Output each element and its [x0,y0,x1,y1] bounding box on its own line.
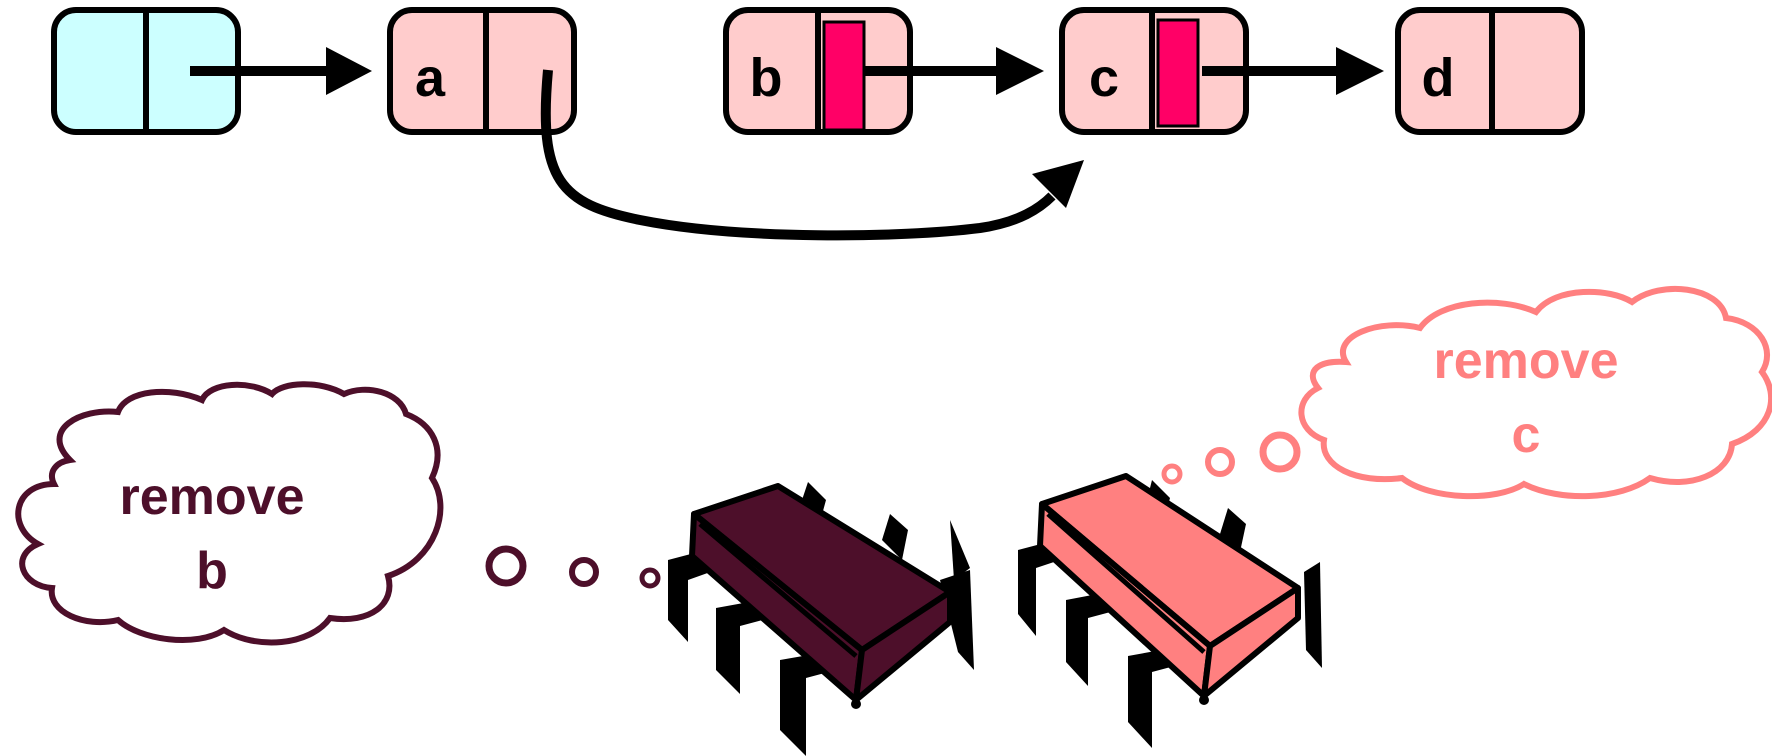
thought-right-line2: c [1512,406,1541,464]
thought-right-line1: remove [1434,332,1619,390]
thread-bug-left [668,482,974,756]
arrow-head-to-a [190,47,372,95]
pointer-arrows [190,47,1384,241]
thought-left-line2: b [196,542,228,600]
node-a-box [387,7,577,135]
arrow-c-to-d [1202,47,1384,95]
thought-bubbles-right [1161,431,1301,485]
thought-cloud-right: remove c [1298,285,1772,500]
node-b: b [723,7,913,135]
thought-cloud-left: remove b [15,381,444,646]
linked-list: a b c d [51,7,1585,241]
node-c-label: c [1089,48,1119,108]
thought-bubbles-left [485,545,661,589]
node-c-lock [1156,18,1200,128]
thread-bug-right [1018,473,1322,748]
node-d-label: d [1422,48,1455,108]
thread-right-legs [1018,480,1322,748]
thought-left-line1: remove [120,468,305,526]
arrow-a-to-c-bypass [540,69,1084,241]
node-b-label: b [750,48,783,108]
node-b-lock [822,20,866,132]
node-a: a [387,7,577,135]
thread-left-legs [668,482,974,756]
thread-right: remove c [1018,285,1772,748]
node-d: d [1395,7,1585,135]
thread-left: remove b [15,381,974,756]
arrow-b-to-c [864,47,1044,95]
node-a-label: a [415,48,446,108]
